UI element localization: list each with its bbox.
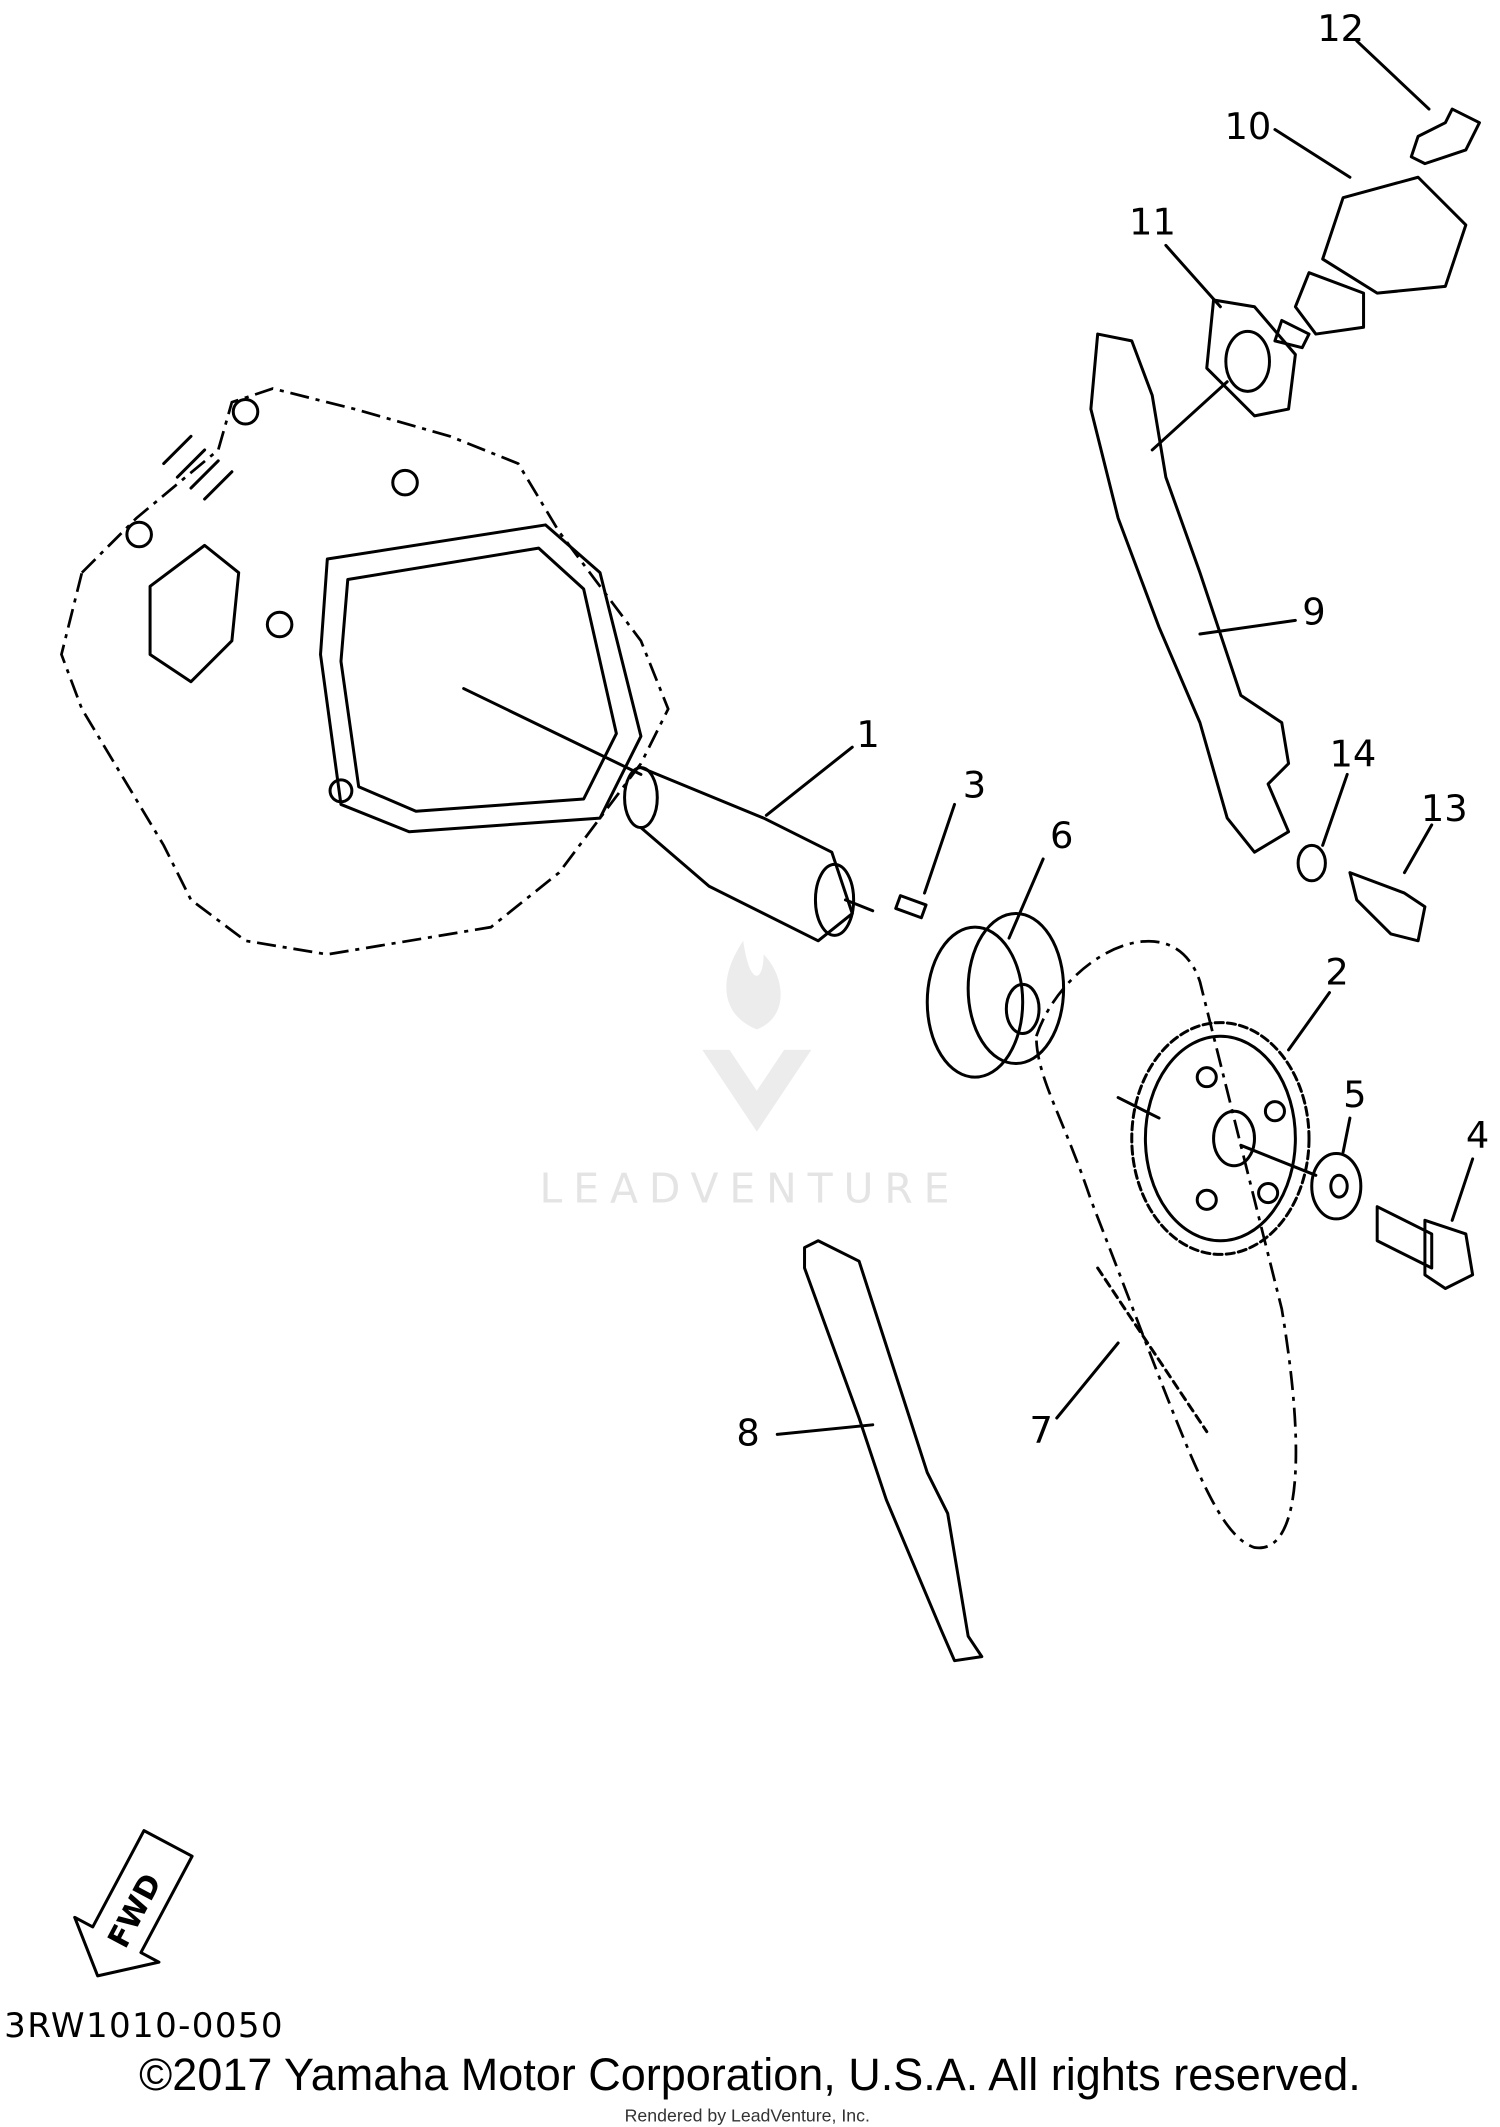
part-13-bolt — [1348, 871, 1427, 943]
callout-2: 2 — [1325, 950, 1348, 993]
part-11-gasket — [1150, 298, 1297, 452]
part-7-cam-chain — [1034, 939, 1298, 1550]
part-9-tensioner-guide — [1089, 332, 1291, 854]
cylinder-head — [60, 387, 670, 956]
fwd-label: FWD — [101, 1868, 169, 1954]
copyright: ©2017 Yamaha Motor Corporation, U.S.A. A… — [139, 2049, 1361, 2100]
callout-4: 4 — [1466, 1114, 1489, 1157]
part-code: 3RW1010-0050 — [4, 2006, 284, 2046]
part-3-pin — [894, 894, 928, 920]
fwd-arrow-icon: FWD — [73, 1829, 194, 1978]
callout-14: 14 — [1329, 732, 1376, 775]
callout-9: 9 — [1302, 590, 1325, 633]
watermark-text: LEADVENTURE — [540, 1165, 961, 1213]
callout-1: 1 — [856, 713, 879, 756]
callout-3: 3 — [963, 764, 986, 807]
callout-8: 8 — [736, 1411, 759, 1454]
rendered-by: Rendered by LeadVenture, Inc. — [625, 2106, 870, 2126]
part-4-bolt — [1375, 1205, 1475, 1290]
part-14-washer — [1296, 843, 1327, 883]
part-12-bolt — [1409, 107, 1481, 166]
callout-5: 5 — [1343, 1073, 1366, 1116]
part-8-chain-guide — [803, 1239, 984, 1663]
part-5-washer — [1239, 1143, 1363, 1221]
callout-6: 6 — [1050, 814, 1073, 857]
part-10-tensioner — [1273, 175, 1468, 350]
callout-10: 10 — [1224, 105, 1271, 148]
callout-12: 12 — [1317, 7, 1364, 50]
callout-13: 13 — [1421, 787, 1468, 830]
callout-7: 7 — [1030, 1409, 1053, 1452]
watermark-logo: LEADVENTURE — [540, 940, 961, 1213]
callout-leaders — [764, 39, 1475, 1436]
part-1-camshaft — [623, 766, 875, 943]
part-2-cam-sprocket — [1116, 1021, 1311, 1256]
callout-11: 11 — [1129, 201, 1176, 244]
part-6-cam — [925, 912, 1066, 1079]
